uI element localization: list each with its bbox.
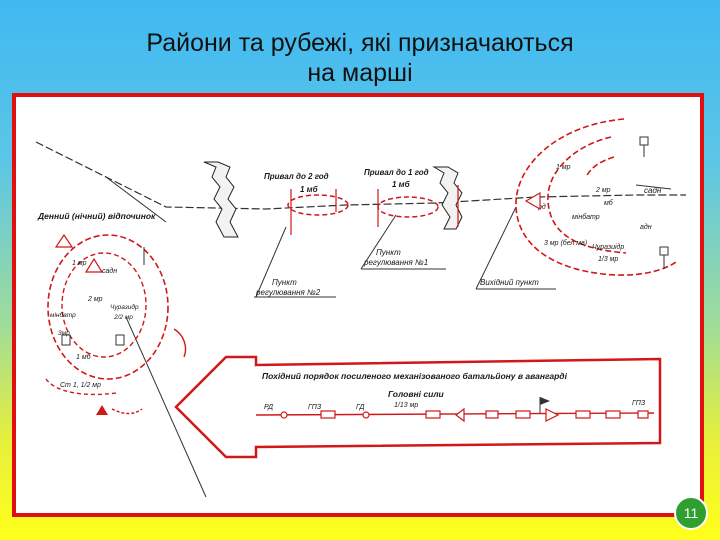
svg-text:мінбатр: мінбатр [50, 311, 76, 319]
reg-point-2: Пункт регулювання №2 [254, 226, 336, 298]
halt-2h: Привал до 2 год 1 мб [264, 172, 349, 235]
svg-text:регулювання №1: регулювання №1 [363, 258, 428, 267]
svg-text:Головні сили: Головні сили [388, 389, 445, 399]
svg-text:1 мб: 1 мб [76, 353, 92, 361]
slide-title-line-1: Райони та рубежі, які призначаються [146, 29, 574, 57]
assembly-area-right-labels: 1 мр 2 мр мб садн рд мінбатр адн 3 мр (б… [524, 136, 672, 269]
svg-text:Ст 1, 1/2 мр: Ст 1, 1/2 мр [60, 382, 101, 389]
march-order-arrow: Похідний порядок посиленого механізовано… [174, 355, 662, 459]
assembly-area-right [515, 118, 677, 276]
svg-text:2 мр: 2 мр [87, 296, 103, 303]
start-point: Вихідний пункт [475, 206, 556, 290]
svg-text:адн: адн [640, 223, 652, 231]
svg-text:мб: мб [604, 199, 614, 207]
diagram-frame: Привал до 2 год 1 мб Привал до 1 год 1 м… [12, 93, 704, 517]
svg-text:Похідний порядок посиленого ме: Похідний порядок посиленого механізовано… [262, 371, 568, 381]
svg-text:Пункт: Пункт [272, 278, 297, 287]
svg-text:1 мб: 1 мб [300, 185, 319, 194]
slide-title: Райони та рубежі, які призначаються на м… [0, 28, 720, 88]
road-line-secondary [105, 176, 167, 223]
svg-text:1 мр: 1 мр [72, 260, 87, 267]
svg-text:Пункт: Пункт [376, 248, 401, 257]
march-diagram: Привал до 2 год 1 мб Привал до 1 год 1 м… [35, 118, 686, 498]
svg-text:Привал до 2 год: Привал до 2 год [264, 172, 329, 181]
svg-text:Денний (нічний) відпочинок: Денний (нічний) відпочинок [37, 211, 156, 221]
svg-text:садн: садн [644, 186, 662, 195]
page-number-badge: 11 [674, 496, 708, 530]
svg-text:1/3 мр: 1/3 мр [598, 256, 618, 263]
svg-text:1 мб: 1 мб [392, 180, 411, 189]
slide-title-line-2: на марші [307, 59, 413, 87]
svg-text:регулювання №2: регулювання №2 [255, 288, 321, 297]
rest-area-left: Денний (нічний) відпочинок 1 мр садн 2 м… [37, 211, 187, 415]
svg-text:1/13 мр: 1/13 мр [394, 402, 418, 409]
svg-text:ГД: ГД [356, 404, 365, 411]
svg-text:ГПЗ: ГПЗ [632, 400, 646, 407]
svg-text:садн: садн [102, 267, 117, 275]
svg-text:2 мр: 2 мр [595, 187, 611, 194]
svg-text:мінбатр: мінбатр [572, 213, 600, 221]
road-line-lower [125, 316, 207, 498]
svg-text:3 мр (бел мв): 3 мр (бел мв) [544, 239, 587, 247]
svg-text:рд: рд [537, 203, 546, 211]
svg-text:Привал до 1 год: Привал до 1 год [364, 168, 429, 177]
svg-text:Вихідний пункт: Вихідний пункт [480, 278, 539, 287]
svg-text:Чуразидр: Чуразидр [110, 303, 139, 311]
reg-point-1: Пункт регулювання №1 [360, 214, 446, 270]
road-line [35, 141, 686, 210]
svg-text:1 мр: 1 мр [556, 164, 571, 171]
svg-text:2/2 мр: 2/2 мр [113, 314, 133, 321]
svg-text:ГПЗ: ГПЗ [308, 404, 322, 411]
svg-text:РД: РД [264, 404, 273, 411]
bridge-2 [432, 166, 463, 230]
svg-text:3мр: 3мр [58, 330, 70, 337]
svg-text:Чуразиідр: Чуразиідр [592, 243, 624, 251]
bridge-1 [203, 161, 239, 238]
halt-1h: Привал до 1 год 1 мб [364, 168, 459, 227]
